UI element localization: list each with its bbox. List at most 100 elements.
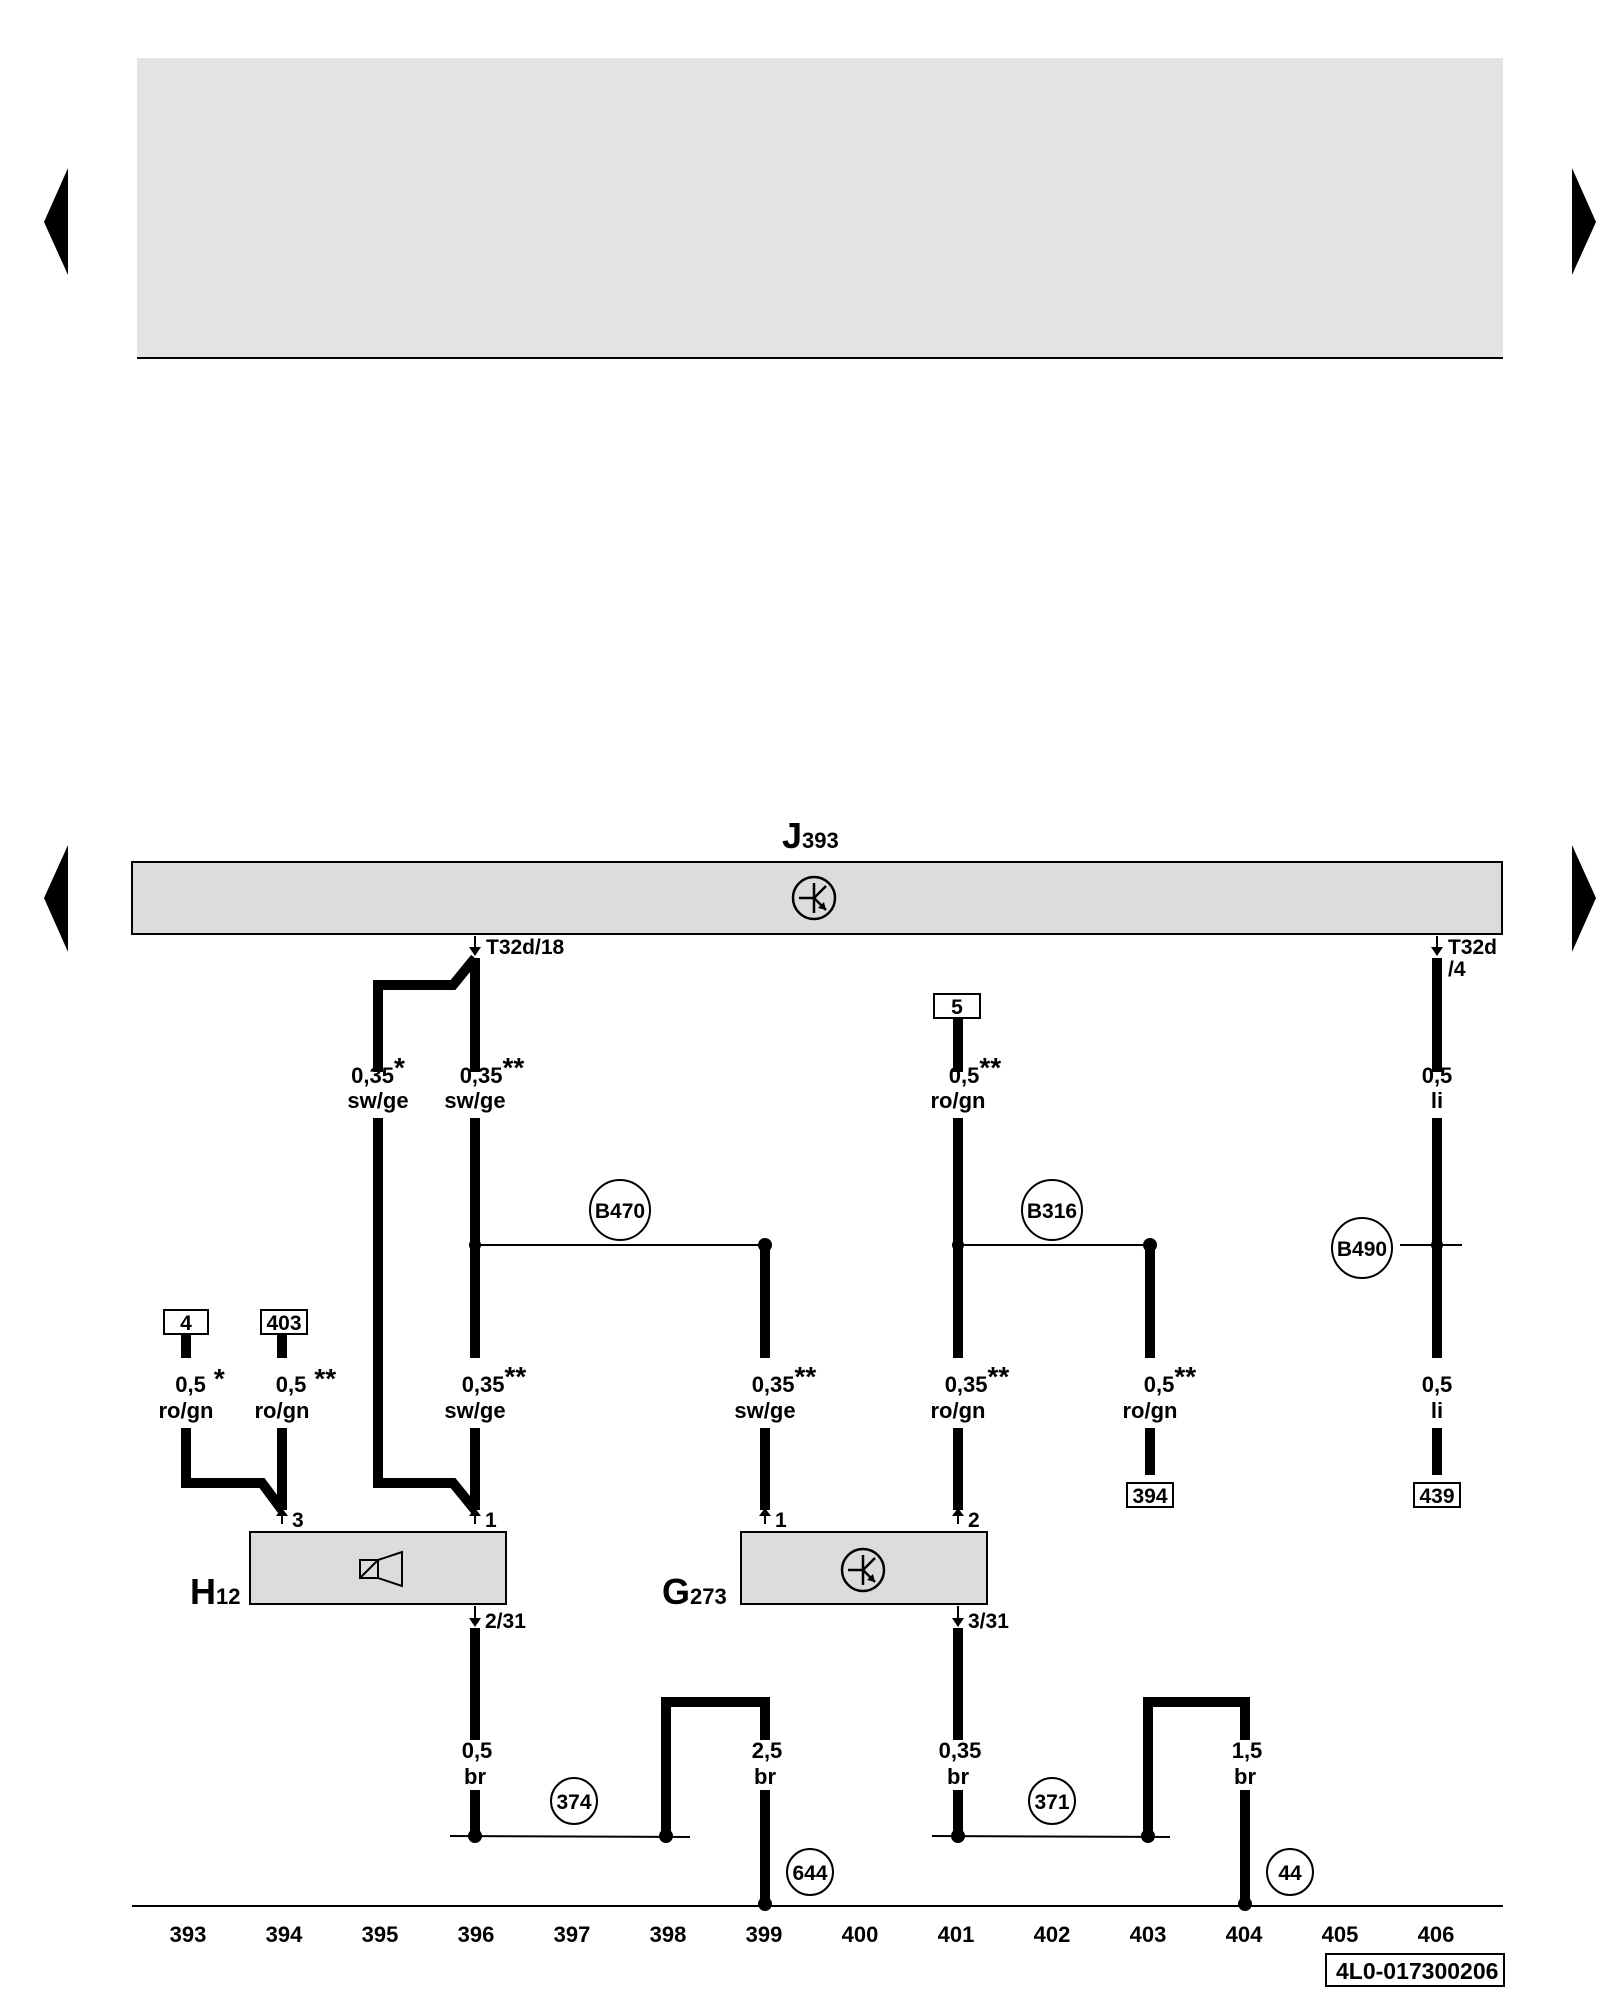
pin-t32d-4 [1431, 936, 1443, 956]
wire-393-lower[interactable] [181, 1428, 287, 1513]
ground-point-644[interactable] [786, 1848, 834, 1896]
ground-point-label[interactable]: 44 [1278, 1862, 1302, 1885]
wire-label-size: 0,5** [276, 1363, 336, 1397]
connector-t32d-18-label: T32d/18 [486, 936, 565, 959]
wire-label-color: ro/gn [1123, 1398, 1178, 1423]
wire-label-size: 0,5 [462, 1738, 493, 1763]
pin-g273-1 [759, 1508, 771, 1524]
triangle-left-icon[interactable] [44, 168, 68, 275]
pin-h12-1 [469, 1508, 481, 1524]
splice-b470[interactable] [589, 1179, 651, 1241]
wire-395[interactable] [373, 954, 479, 1514]
wire-label-color: li [1431, 1088, 1443, 1113]
wire-label-color: ro/gn [931, 1398, 986, 1423]
junction-dot [1143, 1238, 1157, 1252]
reference-box-label[interactable]: 4 [180, 1312, 192, 1335]
connector-t32d-4-label: T32d [1448, 936, 1497, 959]
track-number: 395 [362, 1922, 399, 1947]
triangle-left-icon[interactable] [44, 845, 68, 952]
ground-point-label[interactable]: 371 [1034, 1791, 1069, 1814]
pin-label: 2/31 [485, 1610, 526, 1633]
wire-label-size: 0,35** [945, 1361, 1010, 1397]
track-number: 394 [266, 1922, 303, 1947]
splice-b470-label[interactable]: B470 [595, 1200, 645, 1223]
reference-box-label[interactable]: 5 [951, 996, 963, 1019]
wire-label-color: br [1234, 1764, 1256, 1789]
pin-h12-3 [276, 1508, 288, 1524]
wire-403-404-bridge[interactable] [1143, 1697, 1250, 1836]
wire-label-color: sw/ge [444, 1398, 505, 1423]
track-number: 405 [1322, 1922, 1359, 1947]
control-unit-box[interactable] [131, 861, 1503, 935]
pin-h12-ground [469, 1606, 481, 1627]
wire-label-color: li [1431, 1398, 1443, 1423]
triangle-right-icon[interactable] [1572, 168, 1596, 275]
wire-label-color: sw/ge [734, 1398, 795, 1423]
junction-dot [1141, 1829, 1155, 1843]
wire-label-size: 1,5 [1232, 1738, 1263, 1763]
wire-label-color: br [464, 1764, 486, 1789]
junction-dot [758, 1897, 772, 1911]
splice-b490[interactable] [1331, 1217, 1393, 1279]
pin-label: 3 [292, 1509, 304, 1532]
wire-label-color: br [754, 1764, 776, 1789]
control-unit-label: J393 [782, 815, 839, 856]
wire-label-size: 0,5** [949, 1052, 1001, 1088]
wire-label-color: ro/gn [255, 1398, 310, 1423]
track-number: 396 [458, 1922, 495, 1947]
reference-box-label[interactable]: 439 [1419, 1485, 1454, 1508]
pin-label: 1 [485, 1509, 497, 1532]
splice-b490-label[interactable]: B490 [1337, 1238, 1387, 1261]
drawing-id: 4L0-017300206 [1336, 1958, 1498, 1984]
ground-point-374[interactable] [550, 1777, 598, 1825]
wire-label-size: 0,35* [351, 1052, 405, 1088]
ground-point-371[interactable] [1028, 1777, 1076, 1825]
ground-point-44[interactable] [1266, 1848, 1314, 1896]
wire-label-color: br [947, 1764, 969, 1789]
wire-label-size: 0,35 [939, 1738, 982, 1763]
reference-box-label[interactable]: 394 [1132, 1485, 1167, 1508]
wire-label-size: 0,5 [1422, 1063, 1453, 1088]
track-number: 402 [1034, 1922, 1071, 1947]
reference-box[interactable] [933, 993, 981, 1019]
pin-label: 2 [968, 1509, 980, 1532]
wire-398-399-bridge[interactable] [661, 1697, 770, 1836]
wire-label-size: 2,5 [752, 1738, 783, 1763]
junction-dot [468, 1829, 482, 1843]
splice-b316[interactable] [1021, 1179, 1083, 1241]
wire-label-color: sw/ge [444, 1088, 505, 1113]
reference-box[interactable] [1126, 1482, 1174, 1508]
junction-dot [1238, 1897, 1252, 1911]
triangle-right-icon[interactable] [1572, 845, 1596, 952]
pin-label: 1 [775, 1509, 787, 1532]
component-g273-label: G273 [662, 1571, 727, 1612]
ground-point-label[interactable]: 374 [556, 1791, 591, 1814]
control-unit-symbol-icon [791, 875, 837, 921]
wire-label-color: sw/ge [347, 1088, 408, 1113]
pin-g273-ground [952, 1606, 964, 1627]
wire-label-size: 0,5** [1144, 1361, 1196, 1397]
reference-box[interactable] [260, 1309, 308, 1335]
reference-box-label[interactable]: 403 [266, 1312, 301, 1335]
reference-box[interactable] [163, 1309, 209, 1335]
track-number: 393 [170, 1922, 207, 1947]
junction-dot [469, 1239, 481, 1251]
component-h12-label: H12 [190, 1571, 240, 1612]
track-number: 404 [1226, 1922, 1263, 1947]
ground-371-line [931, 1835, 1171, 1838]
sensor-symbol-icon [840, 1547, 886, 1593]
reference-box[interactable] [1413, 1482, 1461, 1508]
track-number: 403 [1130, 1922, 1167, 1947]
track-number: 398 [650, 1922, 687, 1947]
ground-point-label[interactable]: 644 [792, 1862, 827, 1885]
horn-speaker-icon [359, 1550, 403, 1588]
wire-label-size: 0,35** [460, 1052, 525, 1088]
pin-g273-2 [952, 1508, 964, 1524]
splice-b316-label[interactable]: B316 [1027, 1200, 1077, 1223]
pin-label: 3/31 [968, 1610, 1009, 1633]
drawing-id-box [1325, 1953, 1505, 1987]
wire-label-color: ro/gn [931, 1088, 986, 1113]
wire-label-size: 0,35** [462, 1361, 527, 1397]
